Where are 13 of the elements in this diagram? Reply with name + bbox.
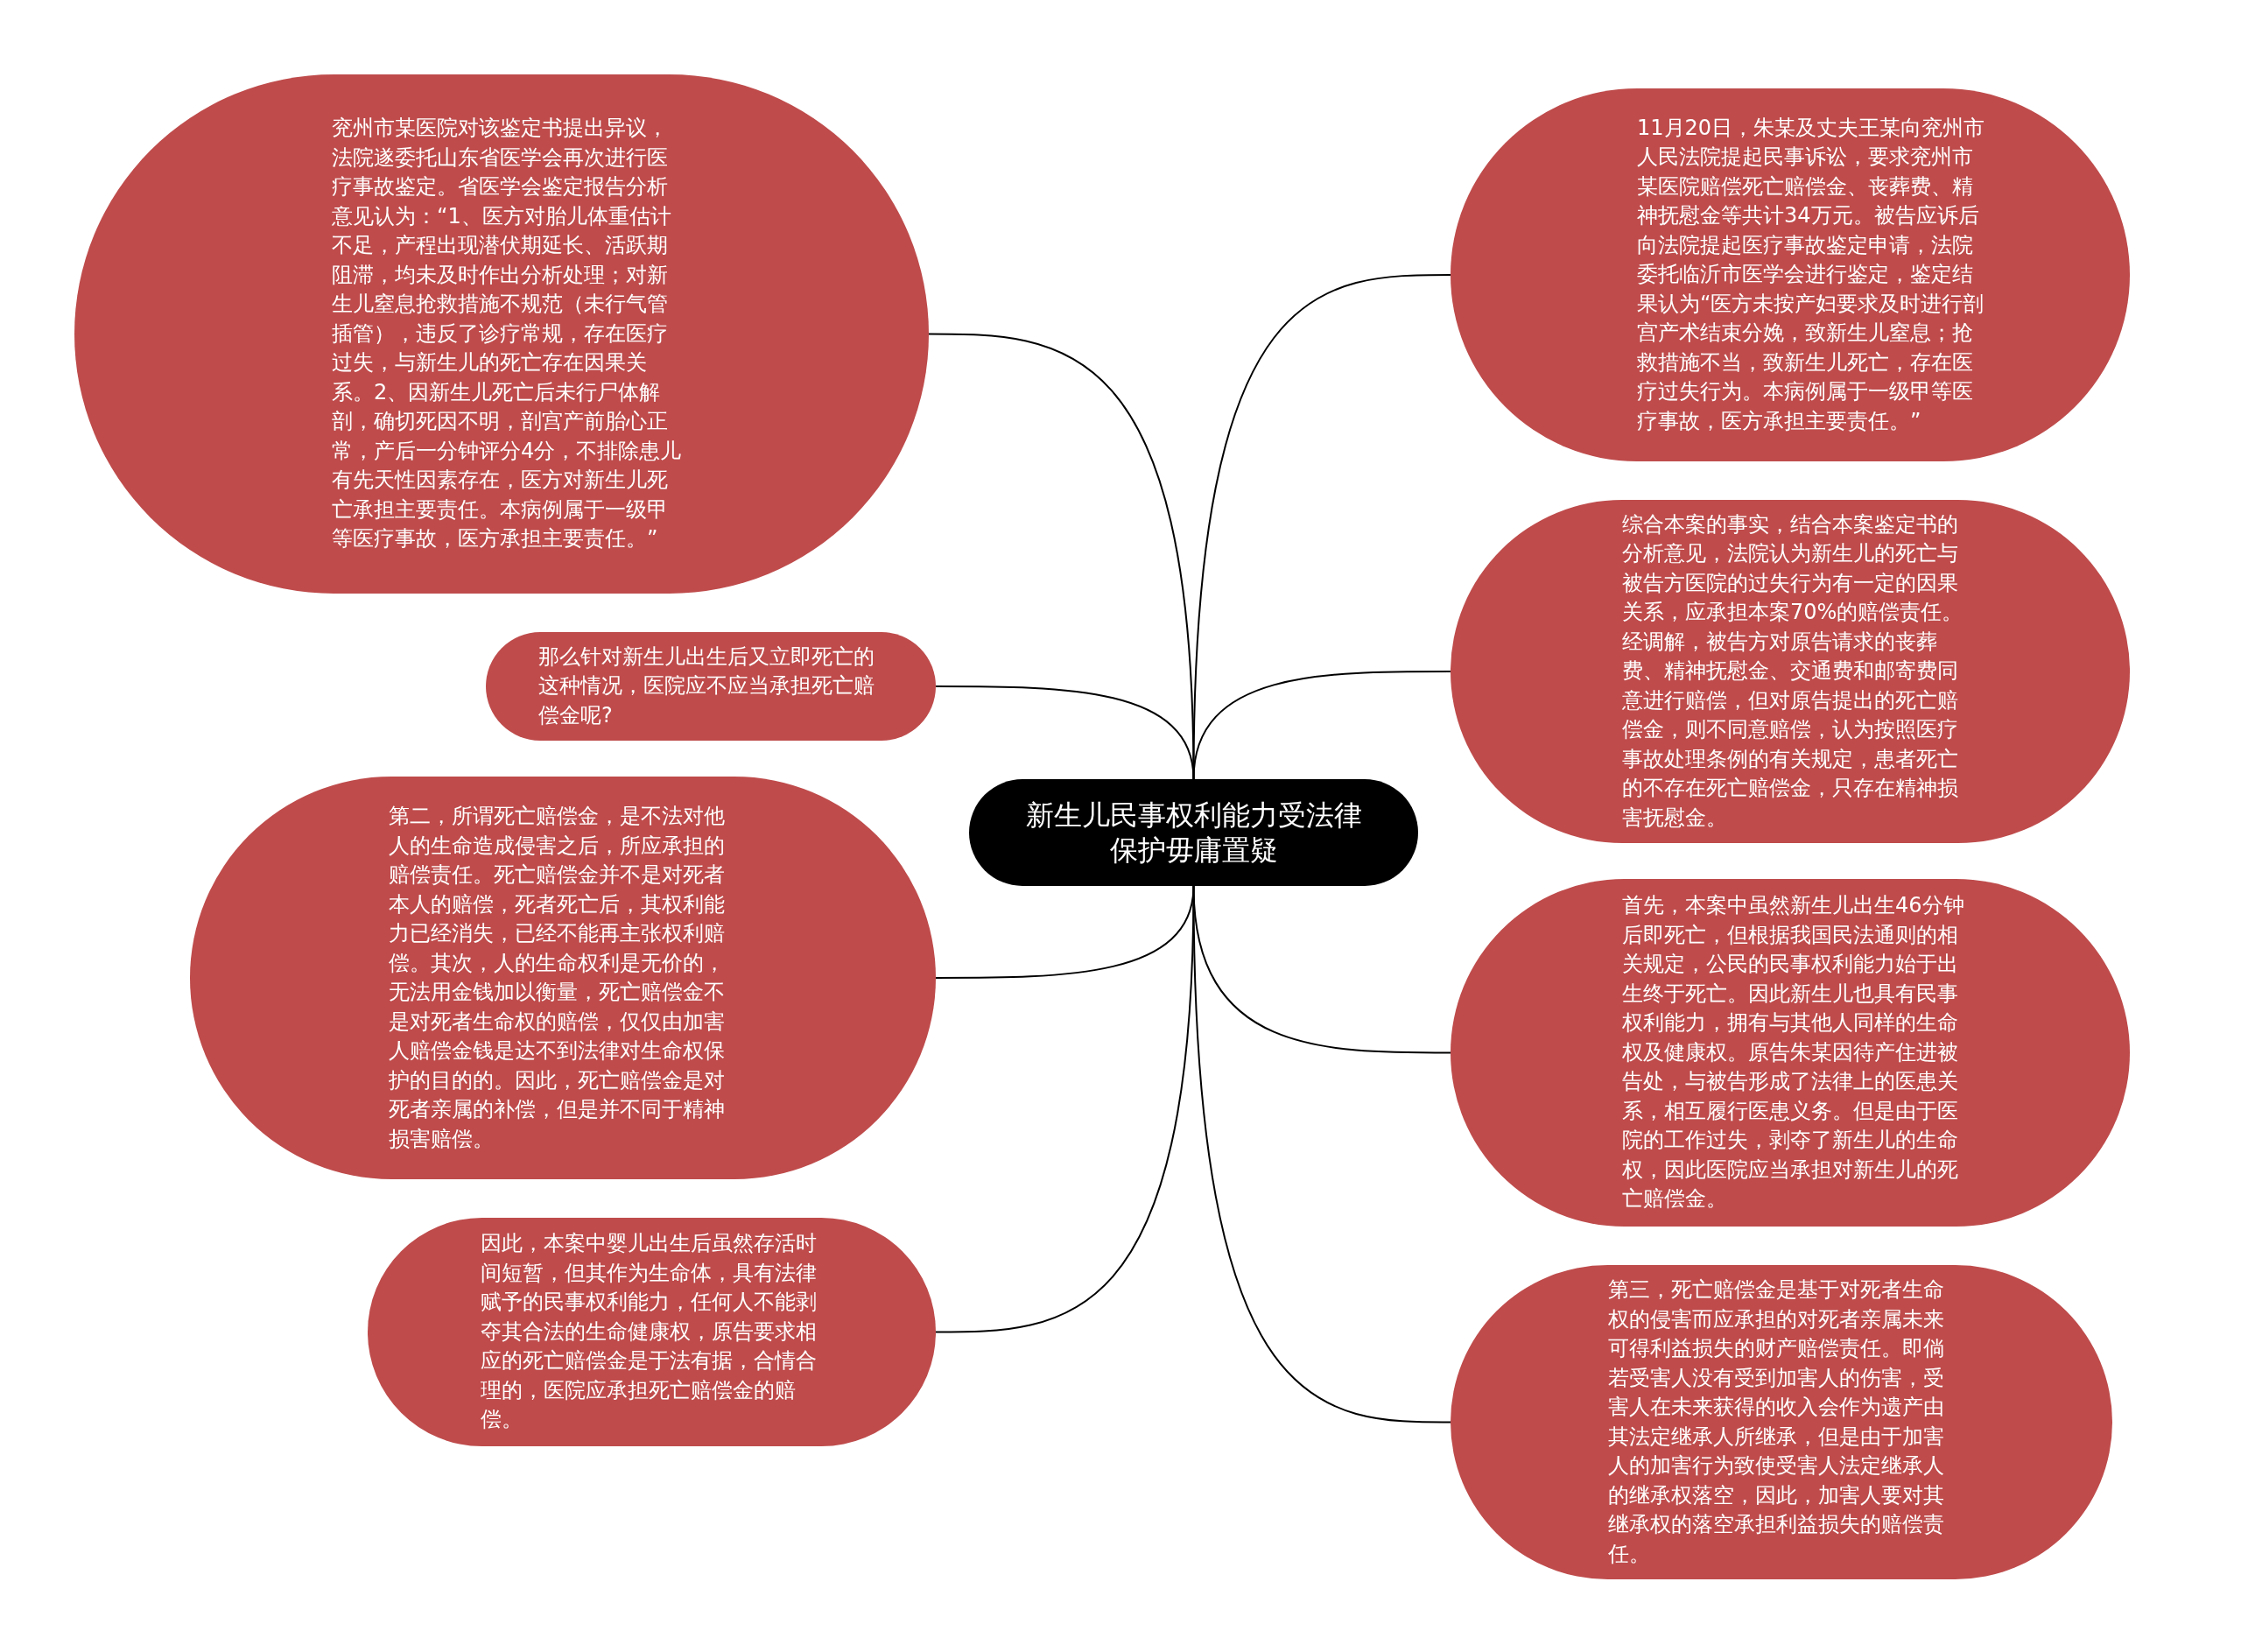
connector-line bbox=[935, 885, 1195, 1333]
bubble-text: 兖州市某医院对该鉴定书提出异议，法院遂委托山东省医学会再次进行医疗事故鉴定。省医学会鉴定报告分析意见认为：“1、医方对胎儿体重估计不足，产程出现潜伏期延长、活跃期阻滞，均未及时作出分析处理；对新生儿窒息抢救措施不规范（未行气管插管），违反了诊疗常规，存在医疗过失，与新生儿的死亡存在因果关系。2、因新生儿死亡后未行尸体解剖，确切死因不明，剖宫产前胎心正常，产后一分钟评分4分，不排除患儿有先天性因素存在，医方对新生儿死亡承担主要责任。本病例属于一级甲等医疗事故，医方承担主要责任。” bbox=[332, 115, 682, 553]
bubble-text: 第三，死亡赔偿金是基于对死者生命权的侵害而应承担的对死者亲属未来可得利益损失的财产赔偿责任。即倘若受害人没有受到加害人的伤害，受害人在未来获得的收入会作为遗产由其法定继承人所继承，但是由于加害人的加害行为致使受害人法定继承人的继承权落空，因此，加害人要对其继承权的落空承担利益损失的赔偿责任。 bbox=[1608, 1276, 1945, 1568]
connector-line bbox=[1192, 274, 1451, 780]
bubble-text: 首先，本案中虽然新生儿出生46分钟后即死亡，但根据我国民法通则的相关规定，公民的民事权利能力始于出生终于死亡。因此新生儿也具有民事权利能力，拥有与其他人同样的生命权及健康权。原告朱某因待产住进被告处，与被告形成了法律上的医患关系，相互履行医患义务。但是由于医院的工作过失，剥夺了新生儿的生命权，因此医院应当承担对新生儿的死亡赔偿金。 bbox=[1622, 892, 1965, 1213]
bubble-text: 第二，所谓死亡赔偿金，是不法对他人的生命造成侵害之后，所应承担的赔偿责任。死亡赔偿金并不是对死者本人的赔偿，死者死亡后，其权利能力已经消失，已经不能再主张权利赔偿。其次，人的生命权利是无价的，无法用金钱加以衡量，死亡赔偿金不是对死者生命权的赔偿，仅仅由加害人赔偿金钱是达不到法律对生命权保护的目的的。因此，死亡赔偿金是对死者亲属的补偿，但是并不同于精神损害赔偿。 bbox=[389, 803, 726, 1153]
bubble-text: 11月20日，朱某及丈夫王某向兖州市人民法院提起民事诉讼，要求兖州市某医院赔偿死亡赔偿金、丧葬费、精神抚慰金等共计34万元。被告应诉后向法院提起医疗事故鉴定申请，法院委托临沂市医学会进行鉴定，鉴定结果认为“医方未按产妇要求及时进行剖宫产术结束分娩，致新生儿窒息；抢救措施不当，致新生儿死亡，存在医疗过失行为。本病例属于一级甲等医疗事故，医方承担主要责任。” bbox=[1637, 114, 1986, 435]
bubble-text: 那么针对新生儿出生后又立即死亡的这种情况，医院应不应当承担死亡赔偿金呢? bbox=[538, 643, 875, 729]
connector-line bbox=[1192, 885, 1451, 1424]
topic-text: 新生儿民事权利能力受法律保护毋庸置疑 bbox=[1024, 798, 1363, 868]
bubble-text: 因此，本案中婴儿出生后虽然存活时间短暂，但其作为生命体，具有法律赋予的民事权利能力，任何人不能剥夺其合法的生命健康权，原告要求相应的死亡赔偿金是于法有据，合情合理的，医院应承担死亡赔偿金的赔偿。 bbox=[481, 1230, 818, 1434]
connector-line bbox=[1192, 671, 1451, 780]
bubble-text: 综合本案的事实，结合本案鉴定书的分析意见，法院认为新生儿的死亡与被告方医院的过失行为有一定的因果关系，应承担本案70%的赔偿责任。经调解，被告方对原告请求的丧葬费、精神抚慰金、交通费和邮寄费同意进行赔偿，但对原告提出的死亡赔偿金，则不同意赔偿，认为按照医疗事故处理条例的有关规定，患者死亡的不存在死亡赔偿金，只存在精神损害抚慰金。 bbox=[1622, 510, 1964, 832]
